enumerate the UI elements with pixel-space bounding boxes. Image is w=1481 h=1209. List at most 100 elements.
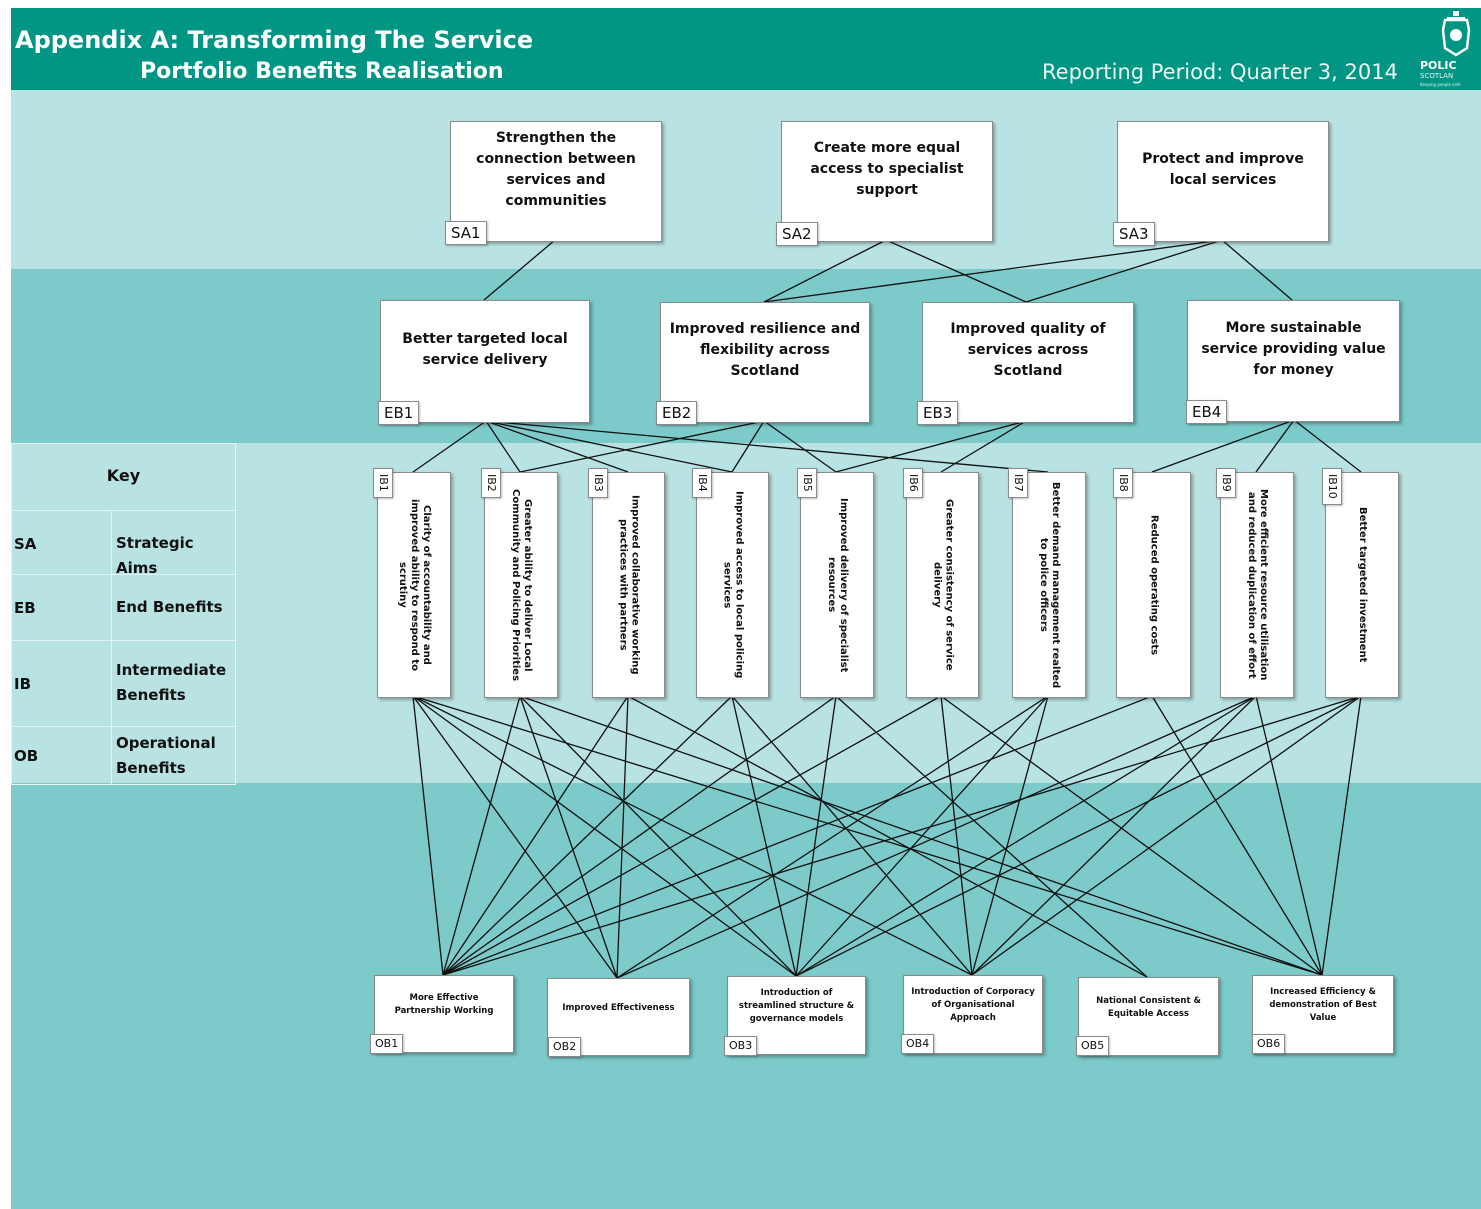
- node-code: OB1: [370, 1034, 404, 1054]
- node-code: IB1: [373, 468, 393, 498]
- connector-ib4-ob4: [731, 695, 973, 976]
- connector-sa2-eb2: [763, 239, 887, 303]
- node-label: Better targeted investment: [1357, 507, 1368, 663]
- node-label: Create more equal access to specialist s…: [810, 140, 964, 198]
- connector-ib2-ob2: [519, 695, 618, 979]
- node-code: OB2: [548, 1037, 582, 1057]
- connector-sa2-eb3: [885, 239, 1027, 303]
- reporting-period: Reporting Period: Quarter 3, 2014: [1042, 60, 1398, 84]
- key-row-eb: EB End Benefits: [12, 574, 235, 641]
- connector-ib1-ob1: [412, 695, 444, 976]
- connector-ib10-ob6: [1321, 695, 1362, 976]
- connector-ib7-ob2: [616, 695, 1049, 979]
- connector-ib10-ob3: [795, 695, 1362, 977]
- connector-eb4-ib10: [1293, 419, 1362, 473]
- key-abbr: OB: [14, 747, 39, 765]
- node-label: Introduction of streamlined structure & …: [738, 988, 855, 1024]
- key-divider: [111, 510, 112, 784]
- connector-sa1-eb1: [483, 239, 556, 301]
- intermediate-benefit-ib9: More efficient resource utilisation and …: [1220, 472, 1294, 698]
- connector-ib1-ob2: [412, 695, 618, 979]
- node-label: Improved delivery of specialist resource…: [826, 497, 849, 673]
- connector-eb3-ib5: [835, 420, 1027, 473]
- intermediate-benefit-ib3: Improved collaborative working practices…: [592, 472, 665, 698]
- connector-eb4-ib8: [1151, 419, 1295, 473]
- connector-ib9-ob2: [616, 695, 1257, 979]
- node-code: EB3: [917, 401, 959, 425]
- key-label: Intermediate Benefits: [116, 661, 227, 704]
- node-label: Improved collaborative working practices…: [617, 495, 641, 675]
- node-code: OB3: [724, 1036, 758, 1056]
- key-label: Strategic Aims: [116, 534, 194, 577]
- node-code: OB4: [901, 1034, 935, 1054]
- key-table: Key SA Strategic Aims EB End Benefits IB…: [11, 443, 236, 785]
- node-label: Clarity of accountability and improved a…: [397, 499, 432, 671]
- node-label: Improved quality of services across Scot…: [950, 321, 1106, 379]
- node-code: IB2: [481, 468, 501, 498]
- connector-eb1-ib3: [485, 420, 629, 473]
- node-label: Better targeted local service delivery: [402, 330, 568, 368]
- key-abbr: IB: [14, 675, 32, 693]
- strategic-aim-sa1: Strengthen the connection between servic…: [450, 121, 662, 242]
- connector-sa3-eb4: [1221, 239, 1293, 301]
- connector-eb1-ib4: [485, 420, 733, 473]
- node-label: National Consistent & Equitable Access: [1096, 995, 1201, 1019]
- connector-eb2-ib2: [519, 420, 765, 473]
- connector-ib6-ob4: [940, 695, 973, 976]
- connector-eb2-ib4: [731, 420, 765, 473]
- logo-text: POLIC: [1420, 59, 1457, 72]
- connector-ib6-ob6: [940, 695, 1323, 976]
- node-label: Increased Efficiency & demonstration of …: [1269, 987, 1377, 1023]
- key-label: End Benefits: [116, 598, 223, 616]
- end-benefit-eb4: More sustainable service providing value…: [1187, 300, 1400, 422]
- police-crest-icon: [1441, 11, 1471, 57]
- intermediate-benefit-ib6: Greater consistency of service delivery: [906, 472, 979, 698]
- node-label: Greater consistency of service delivery: [931, 499, 955, 671]
- connector-eb4-ib9: [1255, 419, 1295, 473]
- node-label: Reduced operating costs: [1148, 514, 1160, 656]
- node-code: SA1: [445, 221, 487, 245]
- node-label: More Effective Partnership Working: [394, 993, 494, 1016]
- connector-sa3-eb3: [1025, 239, 1223, 303]
- connector-ib2-ob3: [519, 695, 797, 977]
- node-code: IB3: [588, 468, 608, 498]
- connector-ib4-ob3: [731, 695, 797, 977]
- connector-eb3-ib6: [940, 420, 1027, 473]
- intermediate-benefit-ib2: Greater ability to deliver Local Communi…: [484, 472, 558, 698]
- node-code: IB8: [1113, 468, 1133, 498]
- node-label: Improved Effectiveness: [562, 1002, 675, 1013]
- connector-ib10-ob1: [442, 695, 1362, 976]
- node-code: IB9: [1216, 468, 1236, 498]
- logo-subtext: SCOTLAN: [1420, 72, 1454, 80]
- node-label: Better demand management realted to poli…: [1038, 481, 1061, 689]
- connector-ib5-ob1: [442, 695, 837, 976]
- node-code: SA3: [1113, 222, 1155, 246]
- node-code: SA2: [776, 222, 818, 246]
- connector-sa3-eb2: [763, 239, 1223, 303]
- connector-ib8-ob1: [442, 695, 1153, 976]
- node-label: More sustainable service providing value…: [1201, 319, 1386, 378]
- node-code: EB2: [656, 401, 698, 425]
- intermediate-benefit-ib5: Improved delivery of specialist resource…: [800, 472, 874, 698]
- key-abbr: SA: [14, 535, 37, 553]
- connector-ib9-ob3: [795, 695, 1257, 977]
- connector-eb1-ib7: [485, 420, 1049, 473]
- node-label: More efficient resource utilisation and …: [1246, 489, 1269, 681]
- node-label: Strengthen the connection between servic…: [476, 129, 636, 209]
- key-row-ib: IB Intermediate Benefits: [12, 640, 235, 727]
- header-bar: Appendix A: Transforming The Service Por…: [11, 8, 1481, 90]
- key-abbr: EB: [14, 599, 36, 617]
- connector-eb1-ib1: [412, 420, 487, 473]
- node-code: EB4: [1186, 400, 1228, 424]
- node-label: Greater ability to deliver Local Communi…: [510, 488, 533, 682]
- connector-ib4-ob1: [442, 695, 733, 976]
- intermediate-benefit-ib1: Clarity of accountability and improved a…: [377, 472, 451, 698]
- strategic-aim-sa3: Protect and improve local services: [1117, 121, 1329, 242]
- intermediate-benefit-ib4: Improved access to local policing servic…: [696, 472, 769, 698]
- connector-ib10-ob4: [971, 695, 1362, 976]
- connector-ib5-ob5: [835, 695, 1148, 978]
- page-subtitle: Portfolio Benefits Realisation: [140, 59, 504, 84]
- connector-ib1-ob3: [412, 695, 797, 977]
- node-code: IB5: [797, 468, 817, 498]
